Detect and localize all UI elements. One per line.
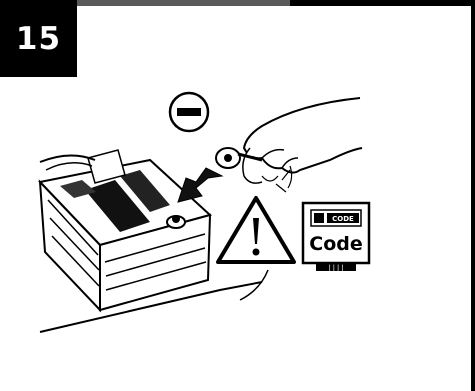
code-badge-bottom: |||| <box>328 264 345 272</box>
code-device-icon: CODE Code |||| <box>303 203 369 272</box>
warning-triangle-icon <box>218 198 294 262</box>
code-label: Code <box>309 233 362 255</box>
minus-symbol-icon <box>170 93 208 131</box>
battery-icon <box>40 150 210 310</box>
hand-wrench-icon <box>216 98 362 192</box>
arrow-icon <box>178 168 222 202</box>
code-badge-top: CODE <box>332 215 354 223</box>
